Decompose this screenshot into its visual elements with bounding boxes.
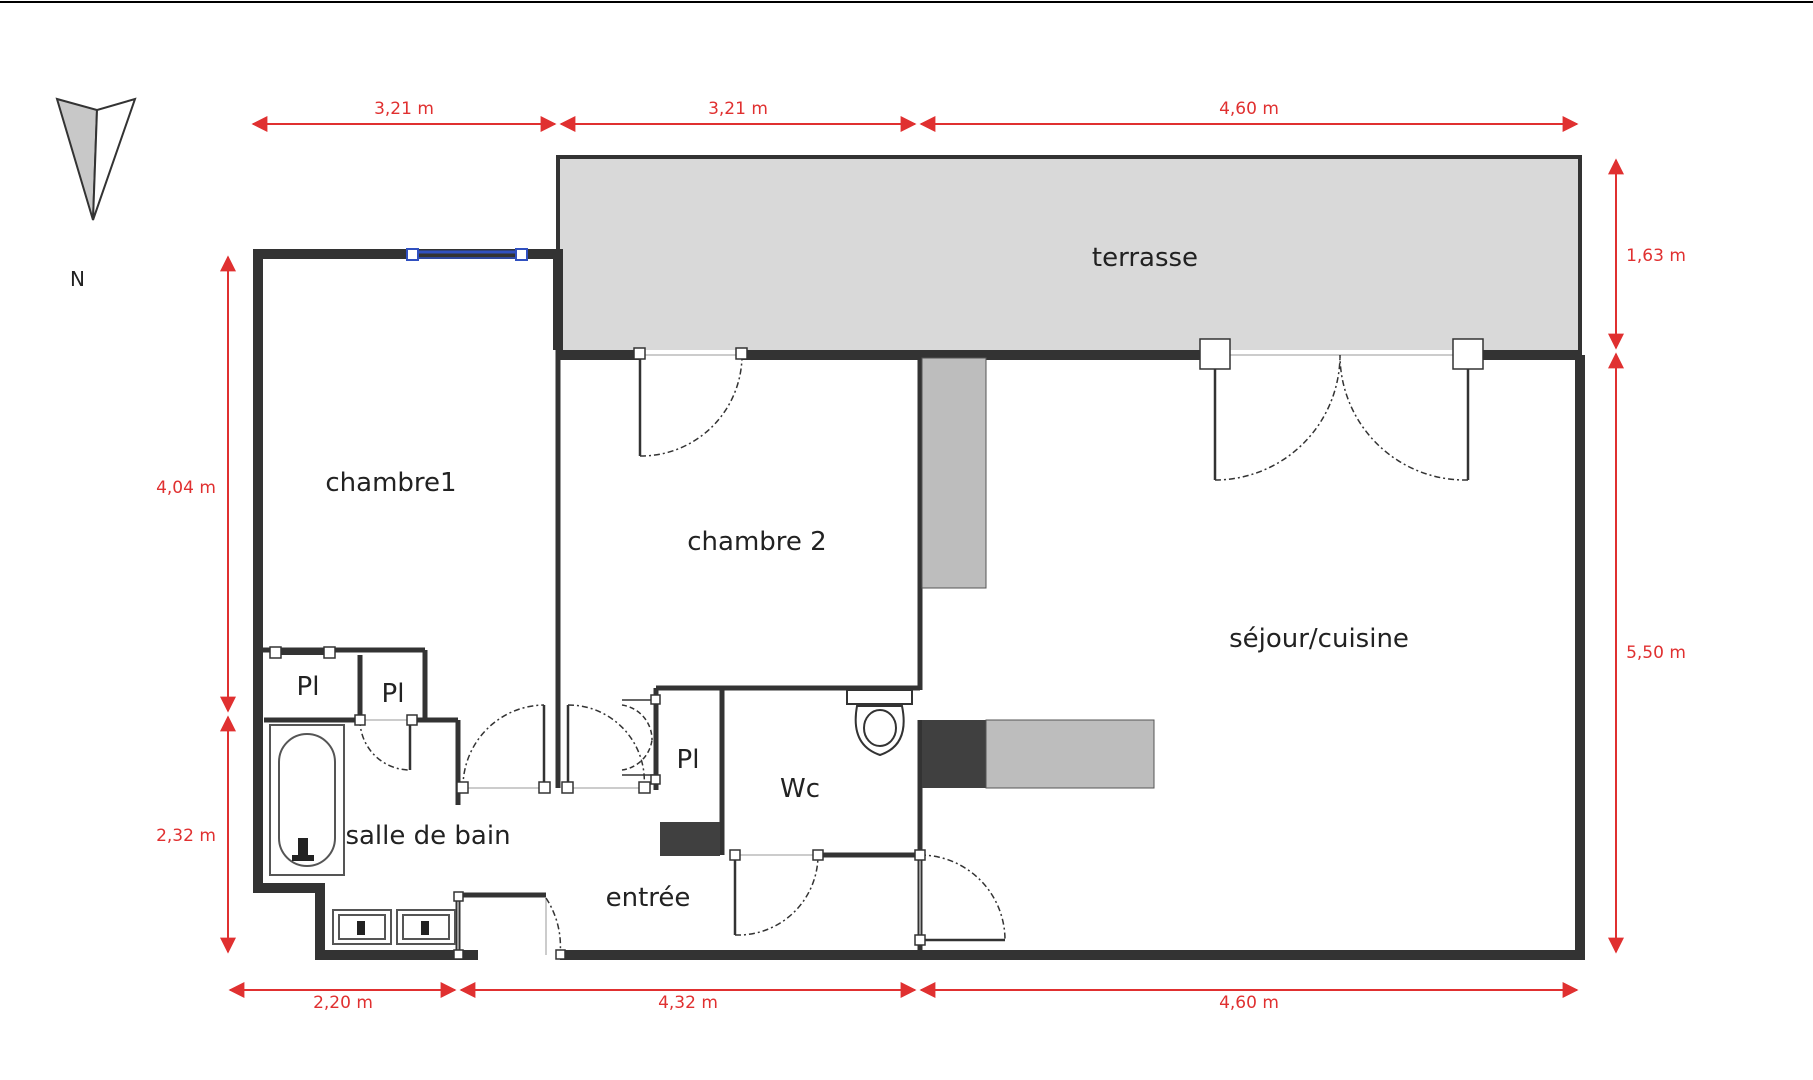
label-entree: entrée xyxy=(606,883,691,913)
dim-top-2: 3,21 m xyxy=(708,99,768,119)
label-wc: Wc xyxy=(780,774,820,804)
terrace-area xyxy=(558,157,1580,350)
north-label: N xyxy=(70,267,85,291)
dim-bottom-1: 2,20 m xyxy=(313,993,373,1013)
north-arrow-icon xyxy=(55,97,137,221)
dim-right-1: 1,63 m xyxy=(1626,246,1686,266)
dim-bottom-3: 4,60 m xyxy=(1219,993,1279,1013)
dim-bottom-2: 4,32 m xyxy=(658,993,718,1013)
dim-top-3: 4,60 m xyxy=(1219,99,1279,119)
sink-icon xyxy=(332,909,456,945)
label-placard-3: Pl xyxy=(677,745,700,775)
dimension-lines xyxy=(220,116,1624,998)
label-chambre1: chambre1 xyxy=(325,468,456,498)
dim-left-1: 4,04 m xyxy=(156,478,216,498)
label-salle-de-bain: salle de bain xyxy=(345,821,510,851)
toilet-icon xyxy=(846,689,913,757)
label-terrasse: terrasse xyxy=(1092,243,1198,273)
closet-shelf xyxy=(660,822,720,856)
kitchen-counter-vertical xyxy=(921,357,987,589)
window-chambre1 xyxy=(406,248,528,261)
dim-right-2: 5,50 m xyxy=(1626,643,1686,663)
label-placard-1: Pl xyxy=(297,672,320,702)
label-chambre2: chambre 2 xyxy=(687,527,826,557)
doors xyxy=(269,338,1484,960)
label-placard-2: Pl xyxy=(382,679,405,709)
exterior-walls xyxy=(253,249,1585,960)
dim-left-2: 2,32 m xyxy=(156,826,216,846)
interior-walls xyxy=(258,350,923,955)
label-sejour-cuisine: séjour/cuisine xyxy=(1229,624,1409,654)
bathtub-icon xyxy=(269,724,345,876)
dim-top-1: 3,21 m xyxy=(374,99,434,119)
kitchen-counter-horizontal xyxy=(922,719,1155,789)
